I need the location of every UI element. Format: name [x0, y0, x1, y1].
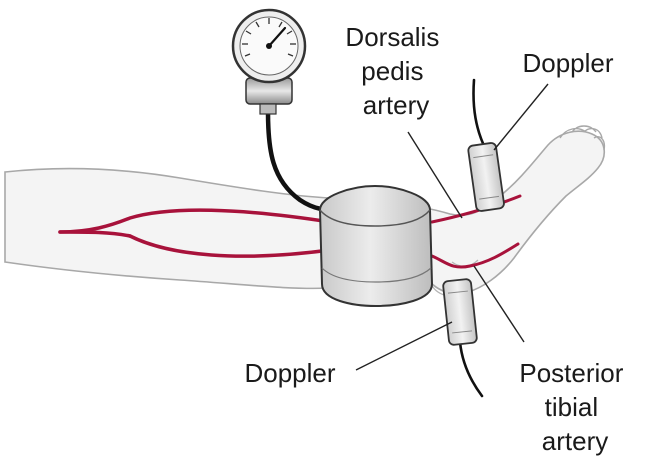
label-doppler-bottom: Doppler [244, 358, 335, 388]
label-doppler-top: Doppler [522, 48, 613, 78]
label-dorsalis-pedis-artery: Dorsalis pedis artery [345, 22, 446, 120]
doppler-top-cable [474, 80, 487, 150]
leg-foot-outline [5, 131, 604, 293]
leader-posterior [474, 266, 524, 342]
doppler-bottom-cable [460, 342, 482, 396]
doppler-probe-icon [468, 142, 505, 211]
leader-doppler-top [494, 84, 548, 150]
doppler-probe-icon [443, 279, 478, 346]
leader-doppler-bottom [356, 322, 452, 370]
blood-pressure-cuff [320, 186, 432, 306]
label-posterior-tibial-artery: Posterior tibial artery [519, 358, 630, 456]
pressure-gauge-icon [233, 10, 305, 114]
leg [5, 126, 604, 296]
